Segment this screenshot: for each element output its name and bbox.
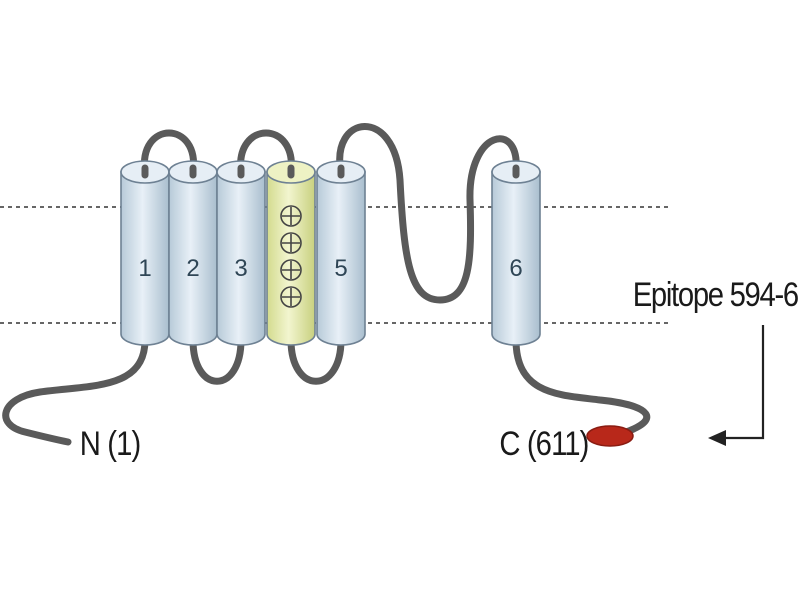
- helix-body: [316, 171, 366, 346]
- helix-number-label: 6: [509, 255, 522, 282]
- intracellular-loop-1: [189, 336, 245, 385]
- epitope-arrow: [708, 325, 765, 446]
- helix-number-label: 3: [234, 255, 247, 282]
- helix-number-label: 5: [334, 255, 347, 282]
- intracellular-loop-2: [287, 336, 345, 385]
- n-terminus-label: N (1): [80, 424, 141, 463]
- transmembrane-helices: 1 2 3 5 6: [120, 160, 541, 346]
- helix-2: 2: [168, 160, 218, 346]
- helix-5: 5: [316, 160, 366, 346]
- helix-1: 1: [120, 160, 170, 346]
- helix-3: 3: [216, 160, 266, 346]
- helix-body: [216, 171, 266, 346]
- helix-body: [266, 171, 316, 346]
- n-terminal-tail: [2, 336, 149, 446]
- helix-body: [491, 171, 541, 346]
- extracellular-loop-3: [336, 123, 520, 304]
- positive-charge-icon: [280, 232, 302, 254]
- epitope-tag: [586, 425, 634, 447]
- extracellular-loop-2: [237, 129, 295, 176]
- c-terminal-tail: [512, 336, 651, 438]
- extracellular-loop-1: [141, 129, 197, 176]
- positive-charge-icon: [280, 205, 302, 227]
- helix-6: 6: [491, 160, 541, 346]
- helix-number-label: 1: [138, 255, 151, 282]
- positive-charge-icon: [280, 259, 302, 281]
- positive-charge-icon: [280, 286, 302, 308]
- c-terminus-label: C (611): [499, 424, 588, 463]
- loops: [2, 123, 651, 446]
- helix-number-label: 2: [186, 255, 199, 282]
- epitope-label: Epitope 594-611: [633, 275, 800, 314]
- helix-4-charged: [266, 160, 316, 346]
